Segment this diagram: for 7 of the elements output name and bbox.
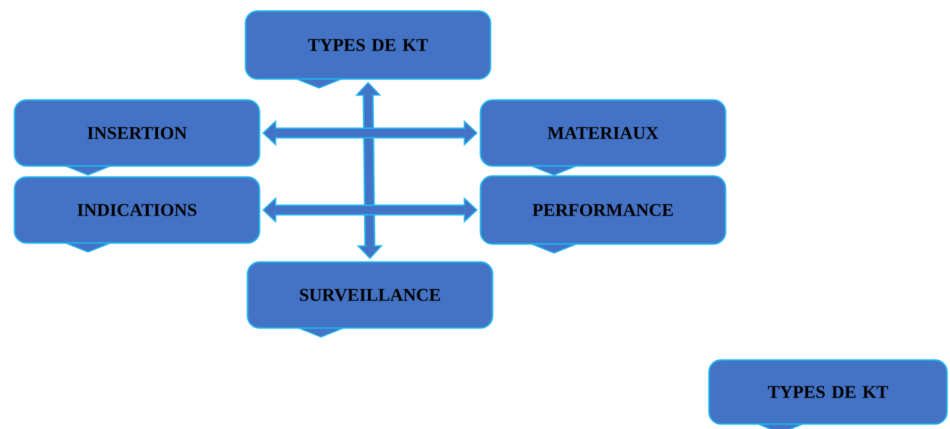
callout-box: INSERTION (14, 99, 260, 176)
callout-box: SURVEILLANCE (246, 261, 494, 338)
callout-box: TYPES DE KT (708, 359, 948, 429)
callout-box: INDICATIONS (14, 176, 260, 253)
callout-box: TYPES DE KT (244, 10, 492, 89)
callout-box: MATERIAUX (480, 99, 726, 176)
callout-box: PERFORMANCE (480, 175, 726, 254)
